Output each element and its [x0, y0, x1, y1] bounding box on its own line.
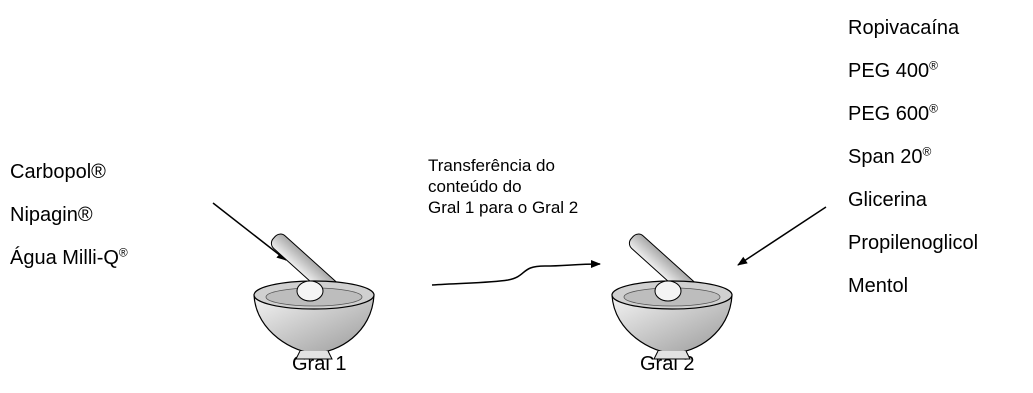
right-ingredient-item: PEG 600® [848, 101, 939, 125]
right-ingredient-item: Ropivacaína [848, 17, 960, 39]
left-ingredient-list: Carbopol® Nipagin® Água Milli-Q® [10, 160, 128, 289]
left-ingredient-item: Água Milli-Q® [10, 245, 128, 269]
transfer-description: Transferência do conteúdo do Gral 1 para… [428, 155, 578, 218]
mortar-pestle-icon [253, 233, 375, 360]
right-ingredient-item: Glicerina [848, 189, 927, 211]
transfer-line-1: Transferência do [428, 156, 555, 175]
mortar-pestle-icon [611, 233, 733, 360]
right-ingredient-item: Propilenoglicol [848, 232, 979, 254]
right-ingredient-item: PEG 400® [848, 58, 939, 82]
right-ingredient-item: Mentol [848, 275, 909, 297]
transfer-line-3: Gral 1 para o Gral 2 [428, 198, 579, 217]
right-ingredient-list: Ropivacaína PEG 400® PEG 600® Span 20® G… [848, 16, 978, 317]
transfer-line-2: conteúdo do [428, 177, 522, 196]
arrow-icon [737, 206, 827, 266]
left-ingredient-item: Nipagin® [10, 204, 93, 226]
left-ingredient-item: Carbopol® [10, 161, 106, 183]
arrow-icon [212, 202, 287, 261]
transfer-arrow-icon [431, 260, 601, 286]
right-ingredient-item: Span 20® [848, 144, 932, 168]
